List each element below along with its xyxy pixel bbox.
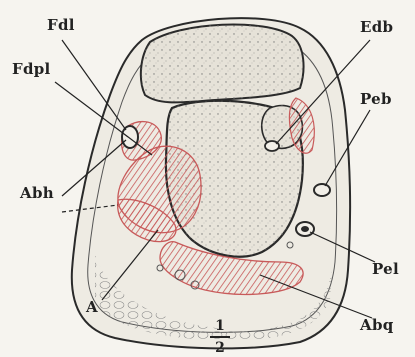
scale-numerator: 1	[215, 318, 225, 334]
scale-fraction-bar	[210, 336, 230, 338]
label-fdpl: Fdpl	[12, 62, 51, 77]
label-edb: Edb	[360, 20, 393, 35]
scale-denominator: 2	[215, 340, 225, 356]
label-peb: Peb	[360, 92, 392, 107]
label-a: A	[86, 300, 98, 315]
tendon-peb	[314, 184, 330, 196]
label-abq: Abq	[360, 318, 394, 333]
label-fdl: Fdl	[47, 18, 75, 33]
label-abh: Abh	[20, 186, 54, 201]
label-pel: Pel	[372, 262, 399, 277]
scale-fraction: 1 2	[210, 318, 230, 356]
tendon-fdl	[122, 126, 138, 148]
